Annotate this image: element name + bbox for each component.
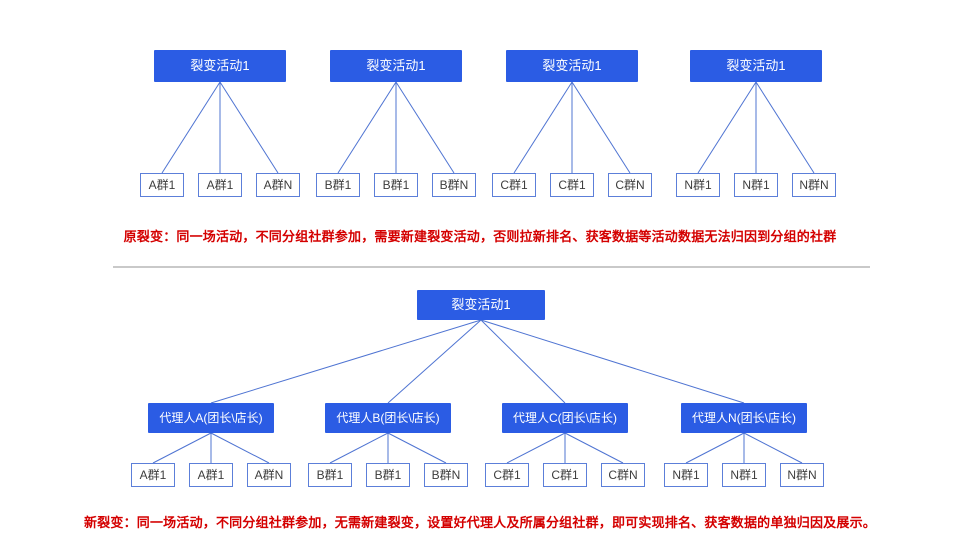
bottom-agent-group: 代理人C(团长\店长) C群1 C群1 C群N [485, 403, 645, 487]
fan-lines [329, 432, 447, 464]
group-leaf-node: A群N [247, 463, 291, 487]
bottom-agent-group: 代理人A(团长\店长) A群1 A群1 A群N [131, 403, 291, 487]
fan-lines [513, 81, 631, 174]
fission-activity-node: 裂变活动1 [330, 50, 462, 82]
group-leaf-node: N群N [792, 173, 836, 197]
bottom-agent-group: 代理人B(团长\店长) B群1 B群1 B群N [308, 403, 468, 487]
old-fission-annotation: 原裂变：同一场活动，不同分组社群参加，需要新建裂变活动，否则拉新排名、获客数据等… [123, 229, 837, 244]
fan-lines [685, 432, 803, 464]
fan-lines [152, 432, 270, 464]
agent-node: 代理人N(团长\店长) [681, 403, 807, 433]
fan-lines [337, 81, 455, 174]
group-leaf-node: C群1 [492, 173, 536, 197]
group-leaf-node: A群1 [140, 173, 184, 197]
new-fission-annotation: 新裂变：同一场活动，不同分组社群参加，无需新建裂变，设置好代理人及所属分组社群，… [83, 515, 876, 530]
bottom-agent-group: 代理人N(团长\店长) N群1 N群1 N群N [664, 403, 824, 487]
top-tree-group: 裂变活动1 N群1 N群1 N群N [676, 50, 836, 197]
group-leaf-node: B群N [432, 173, 476, 197]
fission-activity-node: 裂变活动1 [690, 50, 822, 82]
group-leaf-node: A群1 [189, 463, 233, 487]
agent-node: 代理人C(团长\店长) [502, 403, 628, 433]
fan-lines [161, 81, 279, 174]
group-leaf-node: C群1 [485, 463, 529, 487]
group-leaf-node: C群1 [543, 463, 587, 487]
group-leaf-node: B群1 [308, 463, 352, 487]
fission-activity-root-node: 裂变活动1 [417, 290, 545, 320]
group-leaf-node: A群N [256, 173, 300, 197]
top-tree-group: 裂变活动1 C群1 C群1 C群N [492, 50, 652, 197]
group-leaf-node: C群N [601, 463, 645, 487]
agent-node: 代理人B(团长\店长) [325, 403, 451, 433]
fan-lines [697, 81, 815, 174]
group-leaf-node: B群1 [316, 173, 360, 197]
group-leaf-node: B群N [424, 463, 468, 487]
group-leaf-node: N群1 [734, 173, 778, 197]
group-leaf-node: N群1 [664, 463, 708, 487]
fission-activity-node: 裂变活动1 [506, 50, 638, 82]
group-leaf-node: A群1 [131, 463, 175, 487]
group-leaf-node: B群1 [366, 463, 410, 487]
fission-activity-node: 裂变活动1 [154, 50, 286, 82]
top-tree-group: 裂变活动1 A群1 A群1 A群N [140, 50, 300, 197]
fan-lines [506, 432, 624, 464]
group-leaf-node: B群1 [374, 173, 418, 197]
group-leaf-node: N群1 [676, 173, 720, 197]
group-leaf-node: C群1 [550, 173, 594, 197]
top-tree-group: 裂变活动1 B群1 B群1 B群N [316, 50, 476, 197]
group-leaf-node: A群1 [198, 173, 242, 197]
group-leaf-node: N群N [780, 463, 824, 487]
agent-node: 代理人A(团长\店长) [148, 403, 274, 433]
group-leaf-node: C群N [608, 173, 652, 197]
group-leaf-node: N群1 [722, 463, 766, 487]
